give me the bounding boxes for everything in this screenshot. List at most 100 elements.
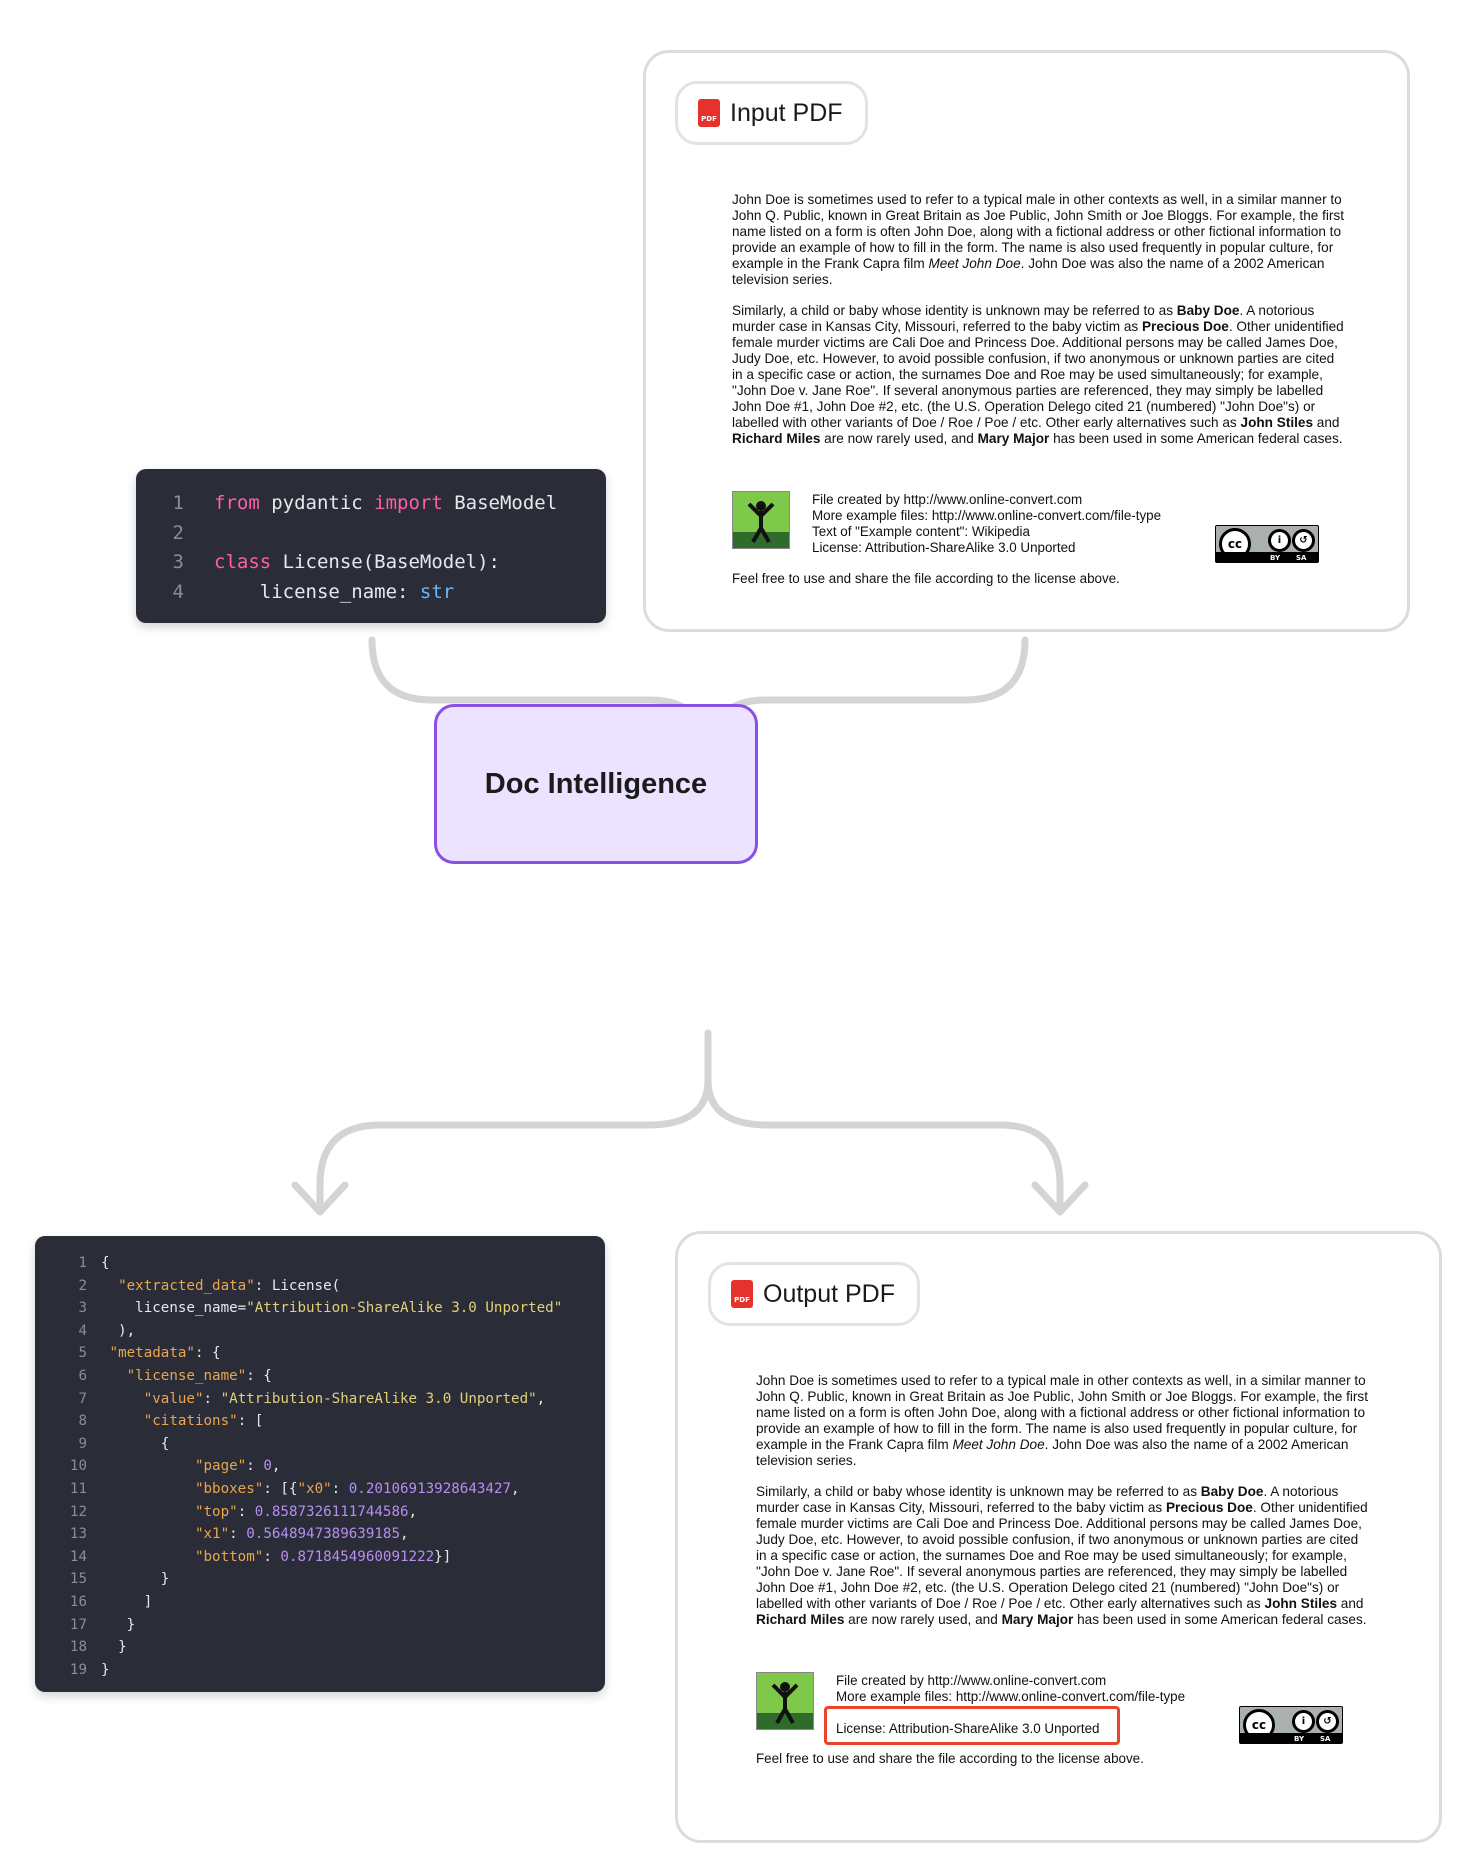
code-line: 1{: [55, 1252, 562, 1275]
code-token: }]: [434, 1548, 452, 1565]
code-token: : [{: [263, 1480, 298, 1497]
code-token: 0.5648947389639185: [246, 1526, 400, 1543]
share-alike-icon: ↺: [1316, 1710, 1339, 1733]
code-line: 15 }: [55, 1568, 562, 1591]
code-token: License(BaseModel):: [271, 551, 500, 573]
code-token: ,: [271, 1458, 281, 1475]
code-line: 4 ),: [55, 1320, 562, 1343]
code-token: ,: [511, 1480, 520, 1497]
code-token: : License(: [254, 1277, 341, 1294]
code-token: 0: [263, 1458, 272, 1475]
doc-intelligence-label: Doc Intelligence: [484, 767, 708, 800]
input-pdf-label: Input PDF: [730, 98, 843, 127]
output-paragraph-1: John Doe is sometimes used to refer to a…: [756, 1373, 1369, 1468]
pdf-file-icon: [698, 99, 720, 127]
code-token: 0.8718454960091222: [280, 1548, 435, 1565]
code-token: : [: [237, 1413, 264, 1430]
code-token: [101, 1501, 195, 1524]
code-token: "Attribution-ShareAlike 3.0 Unported": [220, 1390, 537, 1407]
code-line: 13 "x1": 0.5648947389639185,: [55, 1523, 562, 1546]
figure-silhouette-icon: [757, 1682, 813, 1729]
code-token: "x0": [297, 1480, 332, 1497]
code-line: 2: [166, 519, 557, 549]
code-line: 2 "extracted_data": License(: [55, 1275, 562, 1298]
output-thumbnail-image: [756, 1672, 814, 1730]
code-token: [101, 1410, 144, 1433]
code-token: license_name:: [214, 580, 420, 603]
code-token: : {: [246, 1367, 272, 1384]
figure-silhouette-icon: [733, 501, 789, 548]
pdf-file-icon: [731, 1280, 753, 1308]
line-number: 16: [69, 1593, 87, 1610]
line-number: 18: [69, 1639, 87, 1656]
line-number: 14: [69, 1548, 87, 1565]
code-token: import: [374, 492, 443, 514]
code-token: :: [246, 1458, 264, 1475]
code-line: 18 }: [55, 1636, 562, 1659]
code-token: ),: [101, 1322, 136, 1339]
code-token: ,: [399, 1526, 409, 1543]
code-token: "metadata": [109, 1345, 195, 1362]
code-token: class: [214, 551, 272, 573]
connector-engine-to-output-pdf: [704, 1076, 1064, 1212]
code-token: ,: [408, 1503, 418, 1520]
code-line: 3 license_name="Attribution-ShareAlike 3…: [55, 1297, 562, 1320]
code-token: }: [101, 1639, 127, 1656]
line-number: 2: [78, 1277, 87, 1294]
line-number: 9: [78, 1435, 87, 1452]
code-token: "top": [194, 1503, 238, 1520]
code-token: {: [101, 1255, 110, 1271]
line-number: 8: [78, 1413, 87, 1430]
input-credits: File created by http://www.online-conver…: [812, 492, 1162, 555]
line-number: 1: [172, 492, 184, 514]
code-line: 8 "citations": [: [55, 1410, 562, 1433]
line-number: 13: [69, 1526, 87, 1543]
line-number: 12: [69, 1503, 87, 1520]
output-pdf-body: John Doe is sometimes used to refer to a…: [756, 1373, 1368, 1643]
code-token: }: [101, 1571, 170, 1588]
code-token: [101, 1546, 195, 1569]
code-line: 3 class License(BaseModel):: [166, 548, 557, 578]
code-token: "Attribution-ShareAlike 3.0 Unported": [246, 1300, 563, 1317]
code-line: 5 "metadata": {: [55, 1342, 562, 1365]
line-number: 3: [172, 551, 184, 573]
input-paragraph-1: John Doe is sometimes used to refer to a…: [732, 192, 1345, 287]
code-token: 0.8587326111744586: [254, 1503, 409, 1520]
line-number: 15: [69, 1571, 87, 1588]
line-number: 17: [69, 1616, 87, 1633]
code-token: from: [214, 492, 260, 514]
code-line: 14 "bottom": 0.8718454960091222}]: [55, 1546, 562, 1569]
line-number: 5: [78, 1345, 87, 1362]
code-token: "citations": [143, 1413, 238, 1430]
line-number: 6: [78, 1367, 87, 1384]
share-alike-icon: ↺: [1292, 529, 1315, 552]
code-token: [101, 1478, 195, 1501]
code-line: 7 "value": "Attribution-ShareAlike 3.0 U…: [55, 1388, 562, 1411]
output-pdf-chip: Output PDF: [708, 1262, 920, 1326]
output-license-line: License: Attribution-ShareAlike 3.0 Unpo…: [836, 1721, 1100, 1737]
code-token: str: [419, 580, 455, 603]
code-token: "license_name": [126, 1367, 247, 1384]
code-token: [101, 1342, 110, 1365]
code-token: :: [203, 1390, 221, 1407]
code-token: ,: [536, 1390, 546, 1407]
code-token: }: [101, 1616, 136, 1633]
code-token: [101, 1388, 144, 1411]
input-pdf-chip: Input PDF: [675, 81, 868, 145]
code-token: ]: [101, 1593, 153, 1610]
line-number: 11: [69, 1480, 87, 1497]
code-token: "value": [143, 1390, 204, 1407]
citation-highlight-box: [824, 1706, 1120, 1745]
code-token: {: [101, 1435, 170, 1452]
input-pdf-body: John Doe is sometimes used to refer to a…: [732, 192, 1344, 462]
code-token: "x1": [194, 1526, 230, 1543]
line-number: 4: [78, 1322, 87, 1339]
arrowhead-output-code: [291, 1181, 349, 1216]
line-number: 10: [69, 1458, 87, 1475]
line-number: 3: [78, 1300, 87, 1317]
code-line: 9 {: [55, 1433, 562, 1456]
